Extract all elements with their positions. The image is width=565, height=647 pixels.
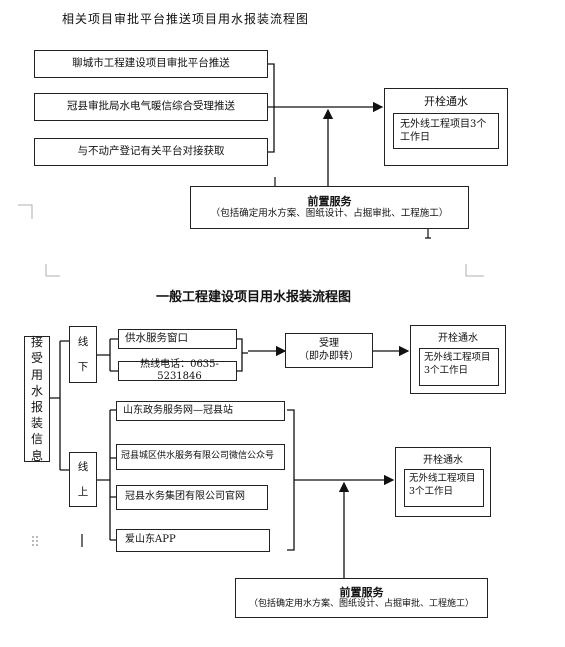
d2-online-box: 线上 — [69, 452, 97, 507]
d2-online-channel-box: 冠县城区供水服务有限公司微信公众号 — [116, 444, 285, 470]
d2-offline-box: 线下 — [69, 326, 97, 383]
d2-online-channel-label: 山东政务服务网—冠县站 — [123, 404, 233, 416]
d2-root-branch — [50, 340, 69, 471]
d2-online-result-title: 开栓通水 — [423, 455, 463, 466]
d2-online-channel-label: 冠县城区供水服务有限公司微信公众号 — [121, 451, 275, 462]
d2-offline-bracket — [237, 338, 248, 372]
d2-online-result-detail: 无外线工程项目3个工作日 — [409, 473, 476, 497]
d1-source-label: 与不动产登记有关平台对接获取 — [77, 145, 225, 158]
d1-source-box: 冠县审批局水电气暖信综合受理推送 — [34, 93, 268, 121]
d2-offline-channel-label: 热线电话：0635-5231846 — [140, 358, 219, 383]
d1-pre-service-title: 前置服务 — [307, 194, 352, 208]
drag-handle-dot — [36, 544, 38, 546]
d2-online-result-detail-box: 无外线工程项目3个工作日 — [404, 469, 484, 507]
d2-offline-branch — [97, 338, 118, 372]
d1-bracket — [268, 63, 275, 153]
d2-online-label: 线上 — [77, 461, 89, 498]
d2-online-channel-label: 冠县水务集团有限公司官网 — [125, 491, 245, 503]
d1-result-title: 开栓通水 — [424, 95, 468, 108]
d2-offline-result-title: 开栓通水 — [438, 333, 478, 344]
d1-source-label: 冠县审批局水电气暖信综合受理推送 — [67, 100, 235, 113]
d2-offline-channel-box: 热线电话：0635-5231846 — [118, 358, 237, 383]
d2-offline-result-detail: 无外线工程项目3个工作日 — [424, 352, 491, 376]
drag-handle-dot — [36, 540, 38, 542]
d2-title: 一般工程建设项目用水报装流程图 — [156, 290, 352, 305]
d2-accept-title: 受理 — [319, 338, 339, 349]
d2-accept-detail: （即办即转） — [299, 350, 359, 362]
d2-offline-channel-box: 供水服务窗口 — [118, 329, 237, 349]
d1-source-label: 聊城市工程建设项目审批平台推送 — [72, 57, 230, 70]
drag-handle-dot — [36, 536, 38, 538]
d2-pre-service-box: 前置服务 （包括确定用水方案、图纸设计、占掘审批、工程施工） — [235, 578, 488, 618]
d1-title: 相关项目审批平台推送项目用水报装流程图 — [62, 12, 310, 26]
d1-result-box: 开栓通水 无外线工程项目3个工作日 — [384, 88, 508, 166]
d2-online-bracket — [287, 409, 305, 551]
d1-result-detail: 无外线工程项目3个工作日 — [400, 119, 487, 143]
d2-online-channel-box: 山东政务服务网—冠县站 — [116, 401, 285, 421]
d2-root-label: 接受用水报装信息 — [30, 335, 43, 463]
d2-online-channel-box: 爱山东APP — [116, 529, 270, 552]
d2-offline-channel-label: 供水服务窗口 — [125, 332, 188, 345]
corner-mark — [45, 264, 60, 277]
drag-handle-dot — [32, 540, 34, 542]
corner-mark — [18, 204, 33, 219]
d2-online-branch — [97, 409, 116, 541]
drag-handle-dot — [32, 536, 34, 538]
d1-pre-service-detail: （包括确定用水方案、图纸设计、占掘审批、工程施工） — [210, 208, 449, 220]
drag-handle-dot — [32, 544, 34, 546]
d2-online-channel-label: 爱山东APP — [125, 534, 176, 546]
d1-result-detail-box: 无外线工程项目3个工作日 — [393, 113, 499, 149]
d1-source-box: 聊城市工程建设项目审批平台推送 — [34, 50, 268, 78]
d2-pre-service-detail: （包括确定用水方案、图纸设计、占掘审批、工程施工） — [248, 599, 474, 610]
d2-offline-result-box: 开栓通水 无外线工程项目3个工作日 — [410, 325, 506, 394]
d2-pre-service-title: 前置服务 — [339, 585, 384, 599]
d2-online-result-box: 开栓通水 无外线工程项目3个工作日 — [395, 447, 491, 517]
d2-accept-box: 受理 （即办即转） — [285, 333, 373, 368]
corner-mark — [465, 264, 484, 277]
d1-source-box: 与不动产登记有关平台对接获取 — [34, 138, 268, 166]
d2-offline-result-detail-box: 无外线工程项目3个工作日 — [419, 348, 499, 386]
d2-root-box: 接受用水报装信息 — [24, 335, 50, 463]
d1-pre-service-box: 前置服务 （包括确定用水方案、图纸设计、占掘审批、工程施工） — [190, 186, 469, 229]
d2-online-channel-box: 冠县水务集团有限公司官网 — [116, 485, 268, 510]
d2-offline-label: 线下 — [77, 336, 89, 373]
